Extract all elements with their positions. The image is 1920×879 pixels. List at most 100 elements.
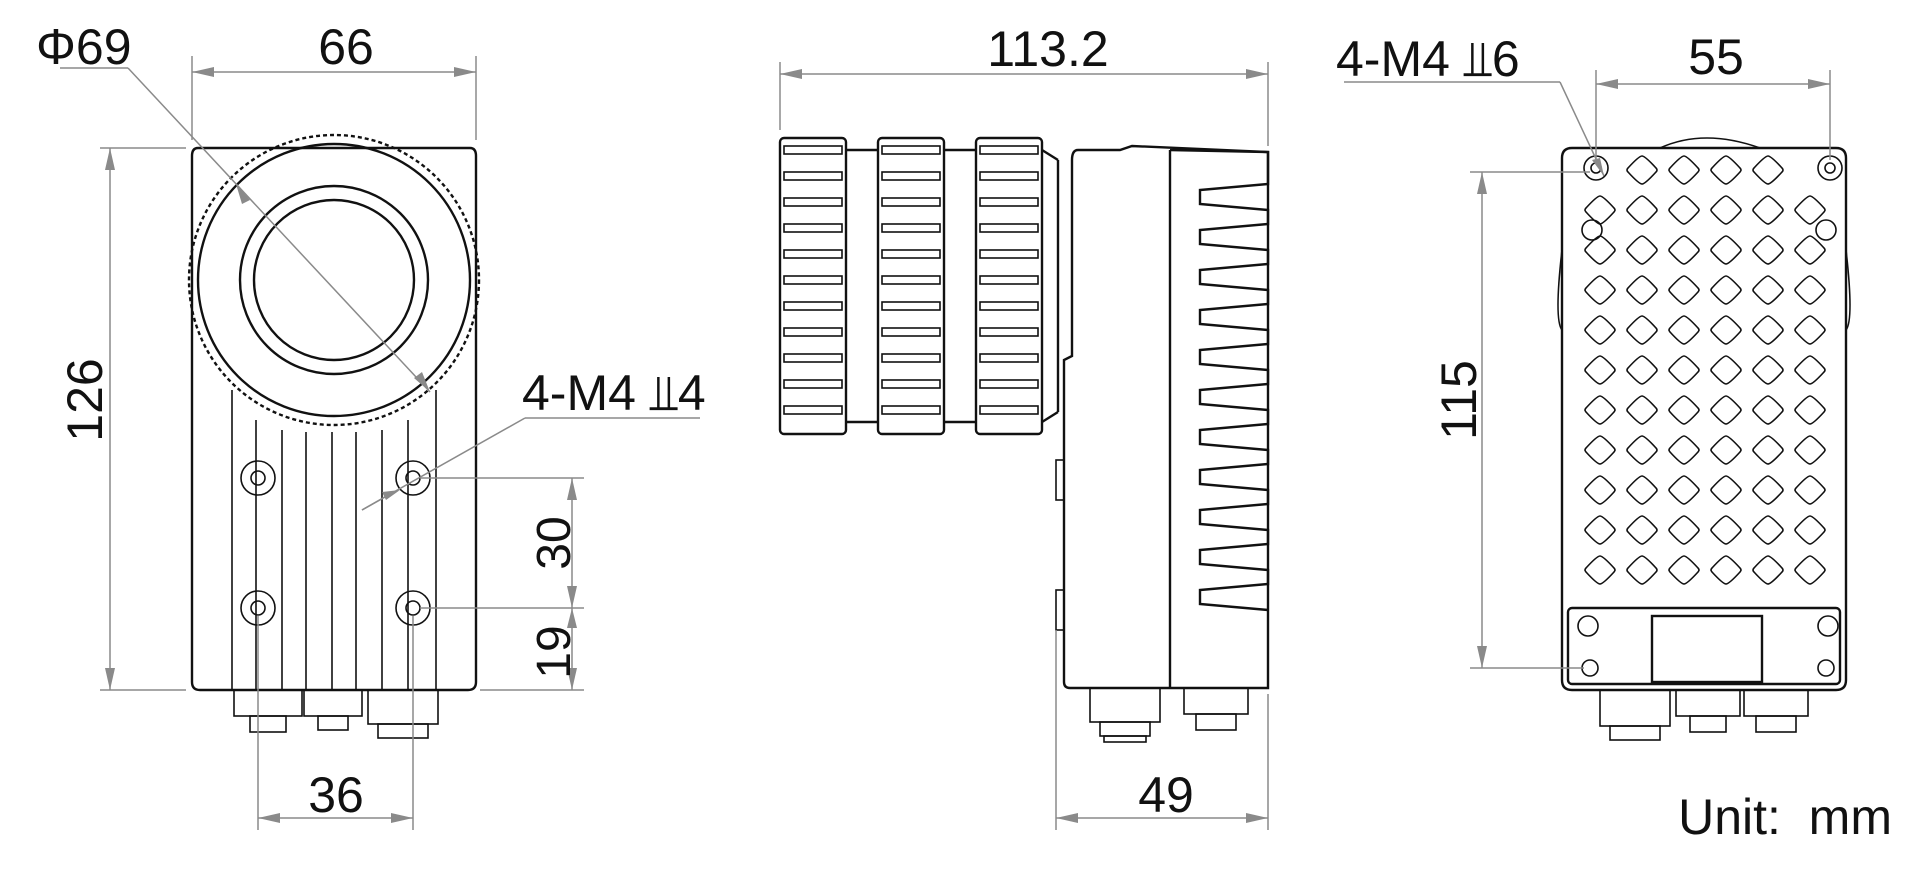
vent-slot	[1584, 395, 1616, 425]
vent-slot	[1668, 435, 1700, 465]
side-depth-label: 49	[1138, 767, 1194, 823]
lens-diameter-label: Φ69	[36, 19, 132, 75]
back-housing-outline	[1560, 146, 1848, 692]
vent-slot	[1710, 515, 1742, 545]
vent-slot	[1794, 315, 1826, 345]
vent-slot	[1668, 235, 1700, 265]
vent-slot	[1668, 515, 1700, 545]
vent-slot	[1752, 475, 1784, 505]
back-thread-leader	[1344, 81, 1605, 177]
side-length-label: 113.2	[987, 21, 1108, 77]
side-barrel-slots	[783, 145, 1039, 415]
vent-slot	[1710, 155, 1742, 185]
lens-inner-ring	[238, 184, 430, 376]
vent-slot	[1584, 275, 1616, 305]
dim-side-length	[779, 62, 1269, 146]
vent-slot	[1584, 435, 1616, 465]
dim-back-height	[1470, 171, 1590, 669]
vent-slot	[1710, 395, 1742, 425]
vent-slot	[1584, 515, 1616, 545]
vent-slot	[1794, 395, 1826, 425]
front-mount-holes	[240, 460, 431, 626]
side-heatsink-fins	[1169, 148, 1270, 612]
vent-slot	[1794, 515, 1826, 545]
front-connectors	[233, 689, 439, 739]
vent-slot	[1752, 155, 1784, 185]
dim-front-hole-vertical	[420, 477, 584, 691]
vent-slot	[1752, 555, 1784, 585]
vent-slot	[1710, 195, 1742, 225]
vent-slot	[1626, 515, 1658, 545]
front-hole-spacing-vertical-label: 30	[528, 516, 581, 569]
dim-side-depth	[1055, 630, 1269, 830]
back-lens-rim-right	[1845, 249, 1851, 331]
vent-slot	[1752, 515, 1784, 545]
vent-slot	[1794, 435, 1826, 465]
vent-slot	[1626, 275, 1658, 305]
side-tab-lower	[1055, 589, 1065, 631]
side-lens-barrels	[778, 136, 1060, 436]
vent-slot	[1584, 355, 1616, 385]
back-connector-panel	[1566, 606, 1842, 686]
vent-slot	[1794, 355, 1826, 385]
vent-slot	[1584, 475, 1616, 505]
vent-slot	[1626, 355, 1658, 385]
back-label-plate	[1650, 614, 1764, 684]
back-lens-rim-left	[1557, 249, 1563, 331]
lens-outer-ring	[187, 133, 481, 427]
side-tab-upper	[1055, 459, 1065, 501]
dim-back-width	[1595, 70, 1831, 160]
vent-slot	[1626, 195, 1658, 225]
vent-slot	[1794, 555, 1826, 585]
vent-slot	[1710, 555, 1742, 585]
vent-slot	[1668, 315, 1700, 345]
vent-slot	[1668, 555, 1700, 585]
vent-slot	[1668, 475, 1700, 505]
front-view: 66 Φ69 126 4-M4 ⫫4	[36, 19, 706, 830]
back-mount-holes	[1577, 155, 1843, 677]
vent-slot	[1584, 195, 1616, 225]
side-connectors	[1089, 687, 1249, 743]
vent-slot	[1668, 355, 1700, 385]
vent-slot	[1626, 435, 1658, 465]
front-width-label: 66	[318, 19, 374, 75]
back-view: 4-M4 ⫫6 55 115	[1336, 29, 1851, 741]
back-connectors	[1599, 689, 1809, 741]
vent-slot	[1794, 195, 1826, 225]
front-bottom-offset-label: 19	[528, 625, 581, 678]
vent-slot	[1752, 235, 1784, 265]
lens-glass	[252, 198, 416, 362]
dim-front-hole-horizontal	[257, 616, 414, 830]
vent-slot	[1668, 395, 1700, 425]
vent-slot	[1584, 315, 1616, 345]
vent-slot	[1794, 235, 1826, 265]
unit-label: Unit: mm	[1678, 789, 1892, 845]
side-view: 113.2 49	[778, 21, 1270, 830]
vent-slot	[1710, 435, 1742, 465]
vent-slot	[1752, 315, 1784, 345]
back-thread-label: 4-M4 ⫫6	[1336, 31, 1520, 87]
vent-slot	[1668, 275, 1700, 305]
front-thread-leader	[361, 417, 700, 511]
vent-slot	[1710, 475, 1742, 505]
vent-slot	[1626, 235, 1658, 265]
vent-slot	[1752, 195, 1784, 225]
front-height-label: 126	[57, 358, 113, 441]
vent-slot	[1794, 275, 1826, 305]
vent-slot	[1668, 155, 1700, 185]
front-body-outline	[190, 146, 478, 692]
vent-slot	[1710, 315, 1742, 345]
vent-slot	[1626, 315, 1658, 345]
vent-slot	[1626, 475, 1658, 505]
vent-slot	[1668, 195, 1700, 225]
vent-slot	[1752, 395, 1784, 425]
front-thread-label: 4-M4 ⫫4	[522, 365, 706, 421]
dim-front-height	[100, 147, 186, 691]
lens-ring	[196, 142, 472, 418]
vent-slot	[1752, 435, 1784, 465]
back-vent-grid	[1584, 155, 1826, 585]
vent-slot	[1584, 235, 1616, 265]
vent-slot	[1626, 155, 1658, 185]
back-width-label: 55	[1688, 29, 1744, 85]
vent-slot	[1752, 275, 1784, 305]
